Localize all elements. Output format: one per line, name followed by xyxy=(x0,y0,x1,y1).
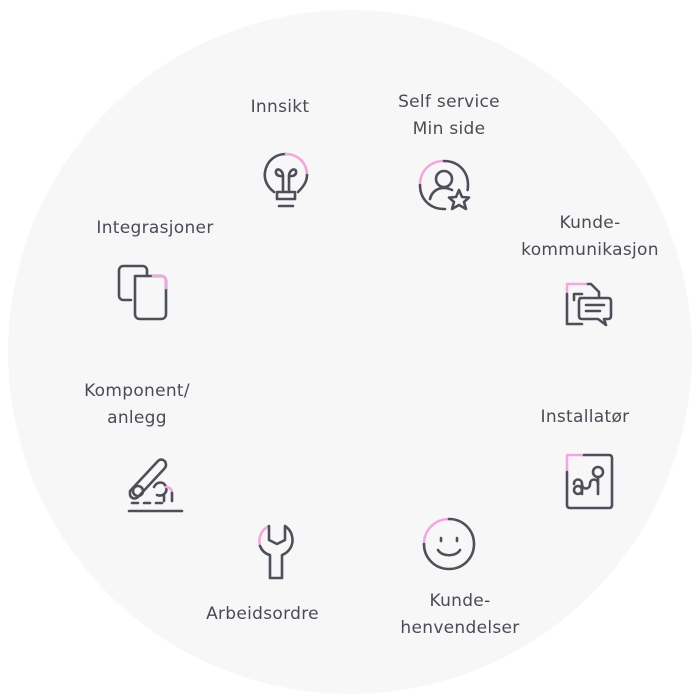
node-label-line: Integrasjoner xyxy=(96,218,214,238)
node-label: Innsikt xyxy=(230,94,330,121)
node-label: Self service Min side xyxy=(384,89,514,143)
node-label-line: Min side xyxy=(412,119,486,139)
node-label: Kunde- henvendelser xyxy=(385,588,535,642)
background-circle xyxy=(8,10,692,694)
node-label: Integrasjoner xyxy=(80,215,230,242)
node-label-line: Self service xyxy=(398,92,500,112)
installer-link-icon xyxy=(560,450,620,510)
user-star-icon xyxy=(414,157,474,217)
node-label-line: Arbeidsordre xyxy=(206,604,319,624)
node-label-line: henvendelser xyxy=(400,618,520,638)
node-label-line: kommunikasjon xyxy=(521,240,659,260)
overlapping-squares-icon xyxy=(113,262,173,322)
document-chat-icon xyxy=(560,274,620,334)
node-label: Installatør xyxy=(520,404,650,431)
robot-arm-icon xyxy=(124,455,184,515)
node-label: Arbeidsordre xyxy=(190,601,335,628)
node-label-line: anlegg xyxy=(107,408,167,428)
node-label-line: Innsikt xyxy=(250,97,310,117)
node-label-line: Komponent/ xyxy=(84,381,190,401)
wrench-icon xyxy=(251,522,311,582)
node-label-line: Kunde- xyxy=(559,213,621,233)
smiley-icon xyxy=(419,514,479,574)
node-label-line: Installatør xyxy=(540,407,630,427)
lightbulb-icon xyxy=(256,148,316,208)
node-label: Komponent/ anlegg xyxy=(67,378,207,432)
node-label: Kunde- kommunikasjon xyxy=(505,210,675,264)
node-label-line: Kunde- xyxy=(429,591,491,611)
